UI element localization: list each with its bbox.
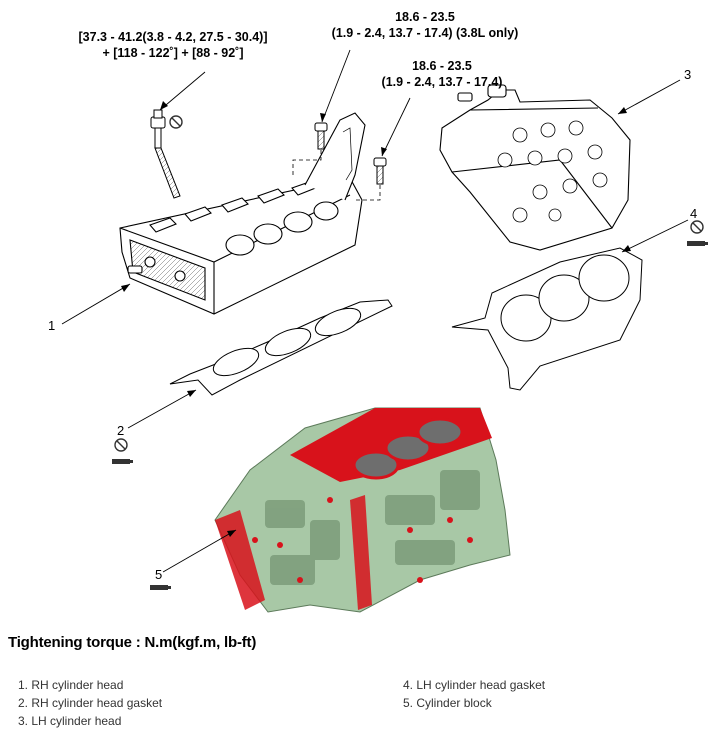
tightening-torque-title: Tightening torque : N.m(kgf.m, lb-ft) [8,634,257,651]
torque-label-head-bolt: [37.3 - 41.2(3.8 - 4.2, 27.5 - 30.4)] + … [48,29,298,61]
head-bolt [150,109,181,199]
torque-bolt-std-line1: 18.6 - 23.5 [412,59,472,73]
legend-right: 4. LH cylinder head gasket 5. Cylinder b… [403,676,545,712]
torque-bolt-38l-line2: (1.9 - 2.4, 13.7 - 17.4) (3.8L only) [331,26,519,40]
no-reuse-icon [169,115,183,129]
torque-bolt-std-line2: (1.9 - 2.4, 13.7 - 17.4) [381,75,503,89]
rh-cylinder-head-gasket [169,299,393,396]
torque-label-bolt-38l: 18.6 - 23.5 (1.9 - 2.4, 13.7 - 17.4) (3.… [300,9,550,41]
callout-5: 5 [155,567,163,582]
cylinder-block [214,407,511,613]
lh-cylinder-head-gasket [451,247,643,391]
callout-1: 1 [48,318,56,333]
legend-item: 4. LH cylinder head gasket [403,678,546,692]
sealant-icon [112,459,133,464]
legend-item: 3. LH cylinder head [18,714,122,728]
torque-head-bolt-line2: + [118 - 122˚] + [88 - 92˚] [102,46,244,60]
torque-label-bolt-std: 18.6 - 23.5 (1.9 - 2.4, 13.7 - 17.4) [362,58,522,90]
sealant-icon [150,585,171,590]
no-reuse-icon [114,438,128,452]
exploded-view-diagram [61,49,708,613]
small-bolt-std [373,157,387,185]
legend-item: 5. Cylinder block [403,696,492,710]
torque-bolt-38l-line1: 18.6 - 23.5 [395,10,455,24]
rh-cylinder-head [119,112,366,315]
callout-4: 4 [690,206,698,221]
legend-item: 2. RH cylinder head gasket [18,696,163,710]
legend-left: 1. RH cylinder head 2. RH cylinder head … [18,676,162,730]
no-reuse-icon [690,220,704,234]
sealant-icon [687,241,708,246]
legend-item: 1. RH cylinder head [18,678,124,692]
small-bolt-38l [314,122,328,150]
callout-3: 3 [684,67,692,82]
callout-2: 2 [117,423,125,438]
lh-cylinder-head [439,84,631,251]
torque-head-bolt-line1: [37.3 - 41.2(3.8 - 4.2, 27.5 - 30.4)] [78,30,268,44]
